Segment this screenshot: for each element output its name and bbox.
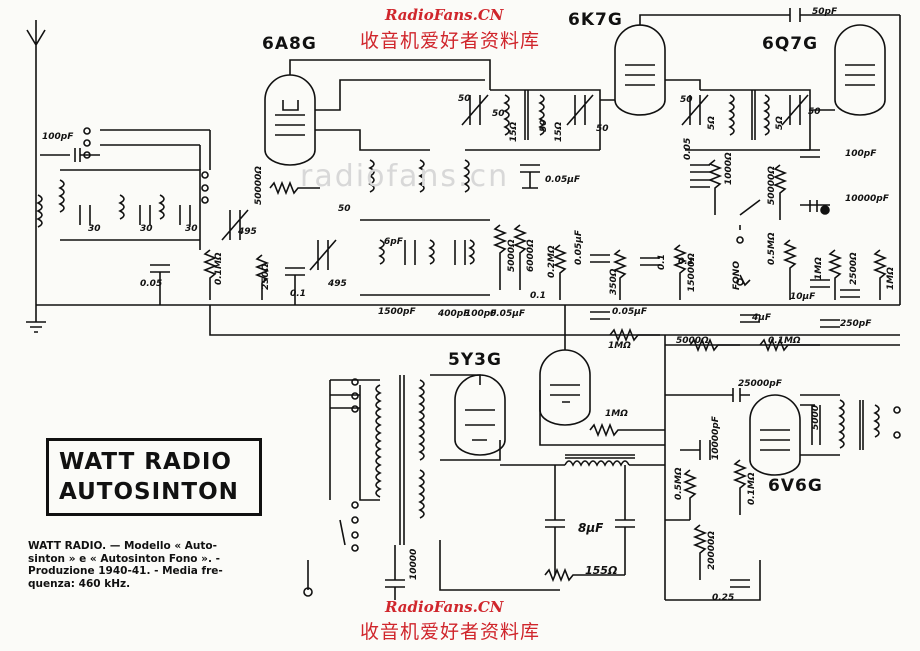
value-label: 10000pF [845,194,889,204]
value-label: 1MΩ [605,409,628,419]
value-label: 100pF [42,132,74,142]
value-label: 100pF [465,309,497,319]
value-label: 50 [808,107,821,117]
value-label: 0.05μF [574,230,584,265]
caption: WATT RADIO. — Modello « Auto- sinton » e… [28,540,328,590]
value-label: 6000Ω [526,239,536,272]
value-label: 250pF [840,319,872,329]
value-label: 400pF [438,309,470,319]
value-label: 4μF [752,313,772,323]
value-label: 0.1 [290,289,306,299]
value-label: 10000 [409,548,419,580]
value-label: 495 [238,227,257,237]
value-label: 0.1 [657,254,667,270]
value-label: 50000Ω [254,166,264,205]
value-label: 10μF [790,292,816,302]
value-label: 50 [458,94,471,104]
value-label: 5000 [811,404,821,430]
watermark-chinese-top: 收音机爱好者资料库 [360,30,541,52]
value-label: 5Ω [775,116,785,130]
value-label: 0.05 [140,279,163,289]
value-label: 0.05 [683,137,693,160]
caption-line: Produzione 1940-41. - Media fre- [28,565,223,577]
value-label: 250Ω [261,263,271,290]
tube-label-6q7g: 6Q7G [762,34,819,54]
value-label: 0.1 [678,257,694,267]
value-label: 1000Ω [724,152,734,185]
value-label: 0.1MΩ [768,336,801,346]
value-label: 50000Ω [767,166,777,205]
value-label: 155Ω [585,564,618,577]
value-label: 10000pF [711,416,721,460]
value-label: 2500Ω [849,252,859,285]
value-label: 350Ω [609,268,619,295]
value-label: 5000Ω [507,239,517,272]
value-label: 50pF [812,7,838,17]
value-label: 1MΩ [608,341,631,351]
tube-label-6k7g: 6K7G [568,10,623,30]
value-label: 5000Ω [676,336,709,346]
caption-line: WATT RADIO. — Modello « Auto- [28,540,217,552]
value-label: 50 [596,124,609,134]
watermark-chinese-bottom: 收音机爱好者资料库 [360,621,541,643]
watermark-site-top: RadioFans.CN [385,6,504,24]
value-label: 1500pF [378,307,416,317]
value-label: 50 [680,95,693,105]
value-label: 0.05μF [490,309,525,319]
value-label: 50 [338,204,351,214]
value-label: 495 [328,279,347,289]
value-label: 15Ω [509,121,519,142]
value-label: 1MΩ [814,257,824,280]
value-label: 0.1MΩ [214,252,224,285]
value-label: 0.5MΩ [674,467,684,500]
caption-line: quenza: 460 kHz. [28,577,131,590]
value-label: FONO [732,261,742,290]
watermark-ghost: radiofans.cn [300,159,510,194]
value-label: 8μF [578,521,604,535]
value-label: 0.25 [712,593,735,603]
tube-label-5y3g: 5Y3G [448,350,502,370]
value-label: 1MΩ [886,267,896,290]
value-label: 0.05μF [545,175,580,185]
value-label: 0.05μF [612,307,647,317]
tube-label-6a8g: 6A8G [262,34,317,54]
value-label: 30 [140,224,153,234]
value-label: 20000Ω [707,531,717,570]
watermark-site-bottom: RadioFans.CN [385,598,504,616]
value-label: 5Ω [707,116,717,130]
value-label: 30 [88,224,101,234]
value-label: 100pF [845,149,877,159]
title-box: WATT RADIO AUTOSINTON [46,438,262,516]
title-line-2: AUTOSINTON [59,479,239,505]
tube-label-6v6g: 6V6G [768,476,823,496]
value-label: 6pF [384,237,403,247]
value-label: 50 [492,109,505,119]
title-line-1: WATT RADIO [59,449,232,475]
value-label: 0.1 [530,291,546,301]
value-label: 15Ω [554,121,564,142]
value-label: 0.5MΩ [767,232,777,265]
value-label: 0.1MΩ [747,472,757,505]
value-label: 30 [185,224,198,234]
value-label: 25000pF [738,379,782,389]
caption-line: sinton » e « Autosinton Fono ». - [28,552,220,565]
value-label: 50 [539,119,549,132]
value-label: 0.2MΩ [547,245,557,278]
